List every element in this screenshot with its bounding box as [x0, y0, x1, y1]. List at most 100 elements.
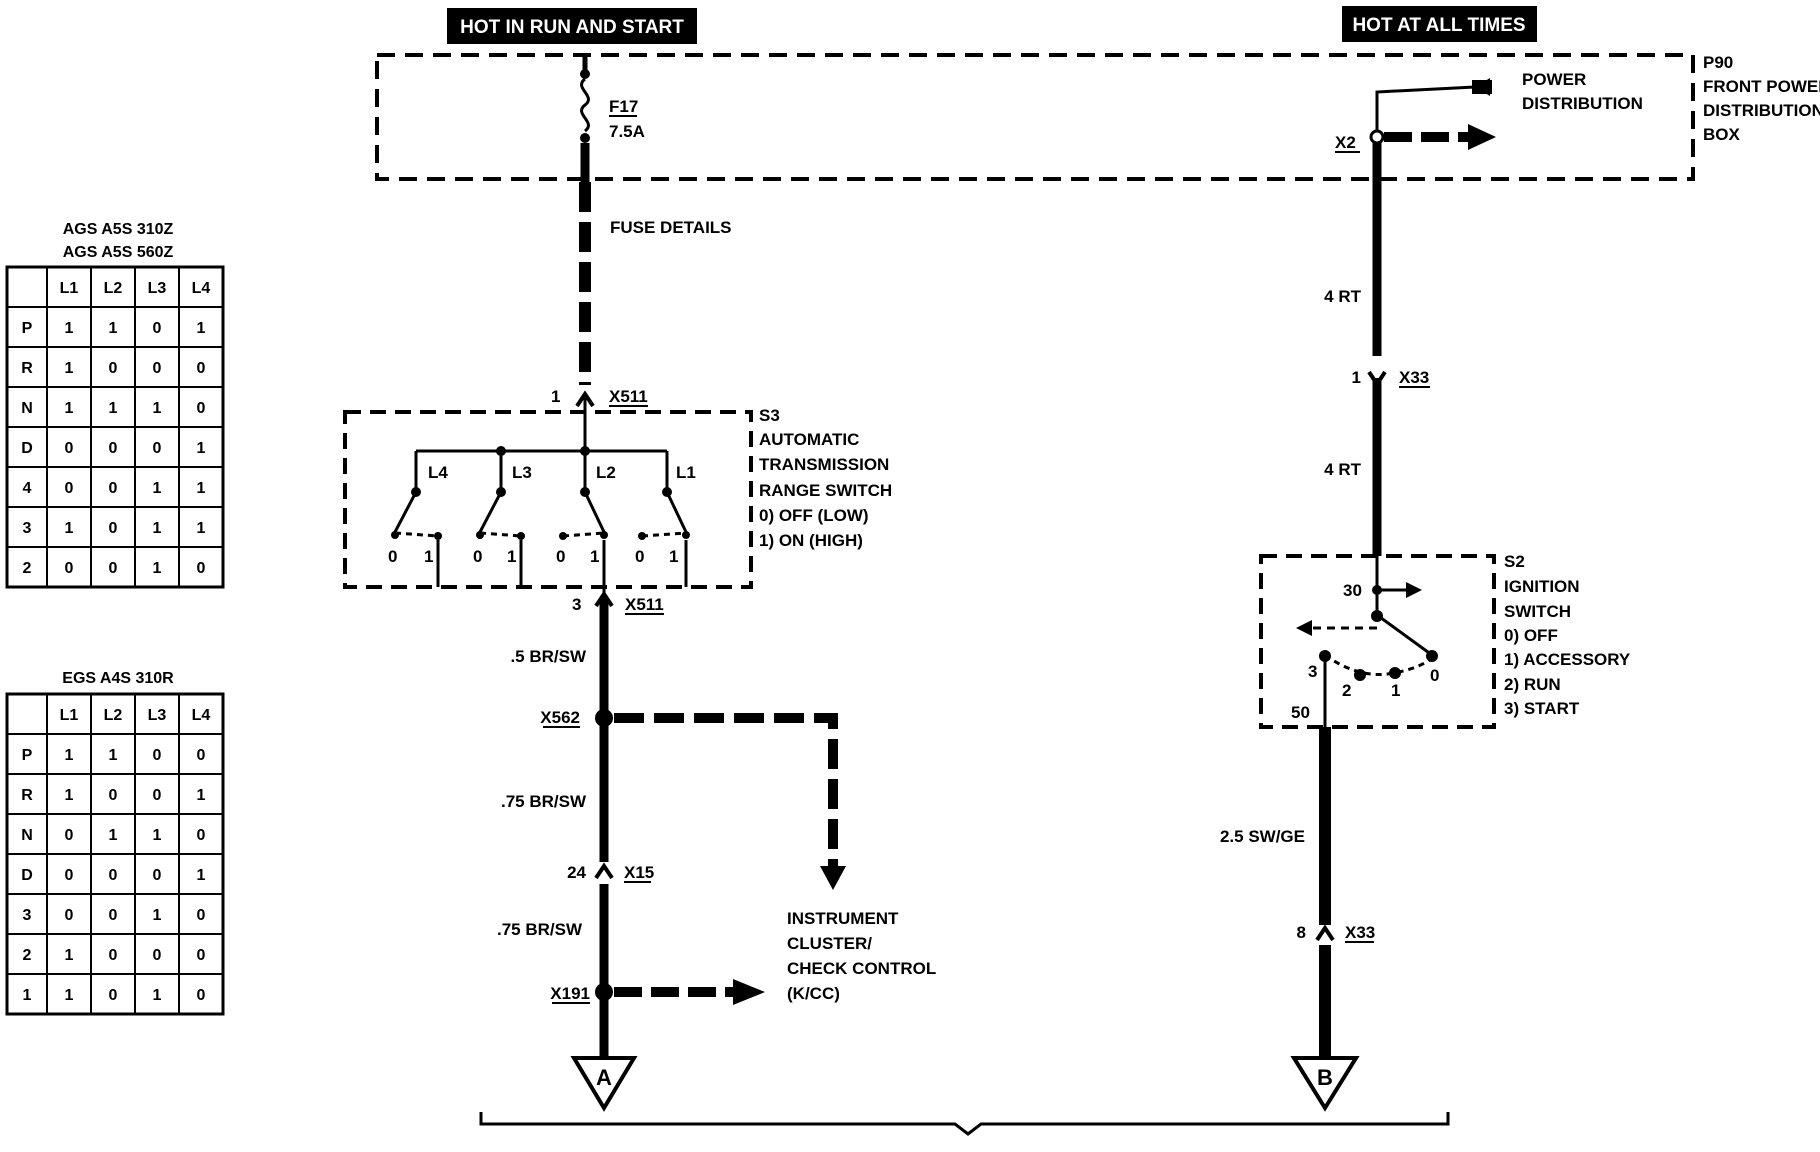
table1-cell: 1	[153, 520, 162, 537]
range-switch-internals	[393, 398, 688, 600]
table2-cell: 0	[109, 947, 118, 964]
ground-ref-b-triangle	[1290, 1056, 1360, 1112]
table2-cell: 1	[65, 947, 74, 964]
fuse-f17	[580, 55, 590, 182]
table1-cell: 0	[197, 360, 206, 377]
x15-pin: 24	[567, 863, 586, 882]
table1-cell: 1	[65, 400, 74, 417]
ignition-line1: IGNITION	[1504, 577, 1580, 596]
ignition-id: S2	[1504, 552, 1525, 571]
ignition-switch-dots	[1319, 585, 1438, 681]
instrument-line3: CHECK CONTROL	[787, 959, 936, 978]
contact-l2: L2	[596, 463, 616, 482]
table1-row-label: P	[22, 320, 33, 337]
ignition-state3: 3) START	[1504, 699, 1580, 718]
ignition-pos2: 2	[1342, 681, 1351, 700]
table1-cell: 1	[65, 520, 74, 537]
splice-x191: X191	[550, 984, 590, 1003]
x33-pin1: 1	[1352, 368, 1361, 387]
contact-l1: L1	[676, 463, 696, 482]
table1-cell: 1	[65, 360, 74, 377]
table1-cell: 0	[197, 400, 206, 417]
table2-row-label: 2	[23, 947, 32, 964]
table1-cell: 1	[109, 400, 118, 417]
table2-row-label: R	[21, 787, 33, 804]
table1-cell: 0	[109, 440, 118, 457]
range-switch-box	[343, 410, 753, 589]
table1-cell: 0	[109, 560, 118, 577]
table2-cell: 0	[109, 987, 118, 1004]
x511-pin-in: 1	[551, 387, 560, 406]
table1-header-l1: L1	[60, 280, 79, 297]
ground-ref-a-label: A	[596, 1065, 612, 1090]
l1-pos-off: 0	[635, 547, 644, 566]
ignition-pos0: 0	[1430, 666, 1439, 685]
left-wire2-label: .75 BR/SW	[501, 792, 587, 811]
x511-pin-out: 3	[572, 595, 581, 614]
table2-cell: 0	[109, 787, 118, 804]
table2-cell: 0	[197, 747, 206, 764]
table1-row-label: D	[21, 440, 33, 457]
header-right-label: HOT AT ALL TIMES	[1352, 15, 1525, 36]
table1-cell: 0	[109, 520, 118, 537]
table1-cell: 0	[197, 560, 206, 577]
right-wire1-label: 4 RT	[1324, 287, 1361, 306]
ignition-state0: 0) OFF	[1504, 626, 1558, 645]
table2-cell: 0	[153, 867, 162, 884]
left-wire3-label: .75 BR/SW	[497, 920, 583, 939]
x33-label2: X33	[1345, 923, 1375, 942]
table2-cell: 1	[153, 827, 162, 844]
table2-cell: 0	[109, 907, 118, 924]
ignition-switch-internals	[1310, 556, 1433, 727]
range-switch-id: S3	[759, 406, 780, 425]
l2-pos-off: 0	[556, 547, 565, 566]
table2-header-l3: L3	[148, 707, 167, 724]
header-hot-in-run-and-start: HOT IN RUN AND START	[447, 8, 697, 44]
table1-cell: 0	[109, 480, 118, 497]
ground-ref-b-label: B	[1317, 1065, 1333, 1090]
bottom-brace	[479, 1112, 1450, 1136]
table2-row-label: 1	[23, 987, 32, 1004]
table1-header-l3: L3	[148, 280, 167, 297]
header-left-label: HOT IN RUN AND START	[460, 17, 684, 38]
table1-cell: 0	[153, 360, 162, 377]
table2-cell: 0	[65, 827, 74, 844]
ignition-term-out: 50	[1291, 703, 1310, 722]
table2-cell: 0	[153, 787, 162, 804]
table1-cell: 1	[153, 480, 162, 497]
table2-cell: 1	[109, 827, 118, 844]
table2-cell: 0	[65, 907, 74, 924]
table2-header-l4: L4	[192, 707, 211, 724]
l2-pos-on: 1	[590, 547, 599, 566]
header-hot-at-all-times: HOT AT ALL TIMES	[1342, 6, 1537, 42]
table2-cell: 1	[109, 747, 118, 764]
x562-branch-wire	[614, 713, 838, 870]
range-switch-state1: 1) ON (HIGH)	[759, 531, 863, 550]
table2-cell: 1	[65, 787, 74, 804]
table1-cell: 1	[197, 440, 206, 457]
range-switch-line2: TRANSMISSION	[759, 455, 889, 474]
l4-pos-off: 0	[388, 547, 397, 566]
table2-cell: 0	[197, 907, 206, 924]
right-wire2-label: 4 RT	[1324, 460, 1361, 479]
table1-cell: 0	[153, 320, 162, 337]
ignition-state1: 1) ACCESSORY	[1504, 650, 1631, 669]
x15-label: X15	[624, 863, 654, 882]
x562-branch-arrow	[820, 866, 846, 890]
table1-cell: 0	[65, 440, 74, 457]
table1-cell: 1	[153, 400, 162, 417]
l4-pos-on: 1	[424, 547, 433, 566]
table2-cell: 0	[65, 867, 74, 884]
ignition-state2: 2) RUN	[1504, 675, 1561, 694]
instrument-line4: (K/CC)	[787, 984, 840, 1003]
table1-cell: 1	[65, 320, 74, 337]
table2-cell: 1	[65, 987, 74, 1004]
p90-title-line1: FRONT POWER	[1703, 77, 1820, 96]
instrument-line1: INSTRUMENT	[787, 909, 899, 928]
table2-header-l1: L1	[60, 707, 79, 724]
table2-cell: 1	[153, 987, 162, 1004]
range-switch-line1: AUTOMATIC	[759, 430, 859, 449]
